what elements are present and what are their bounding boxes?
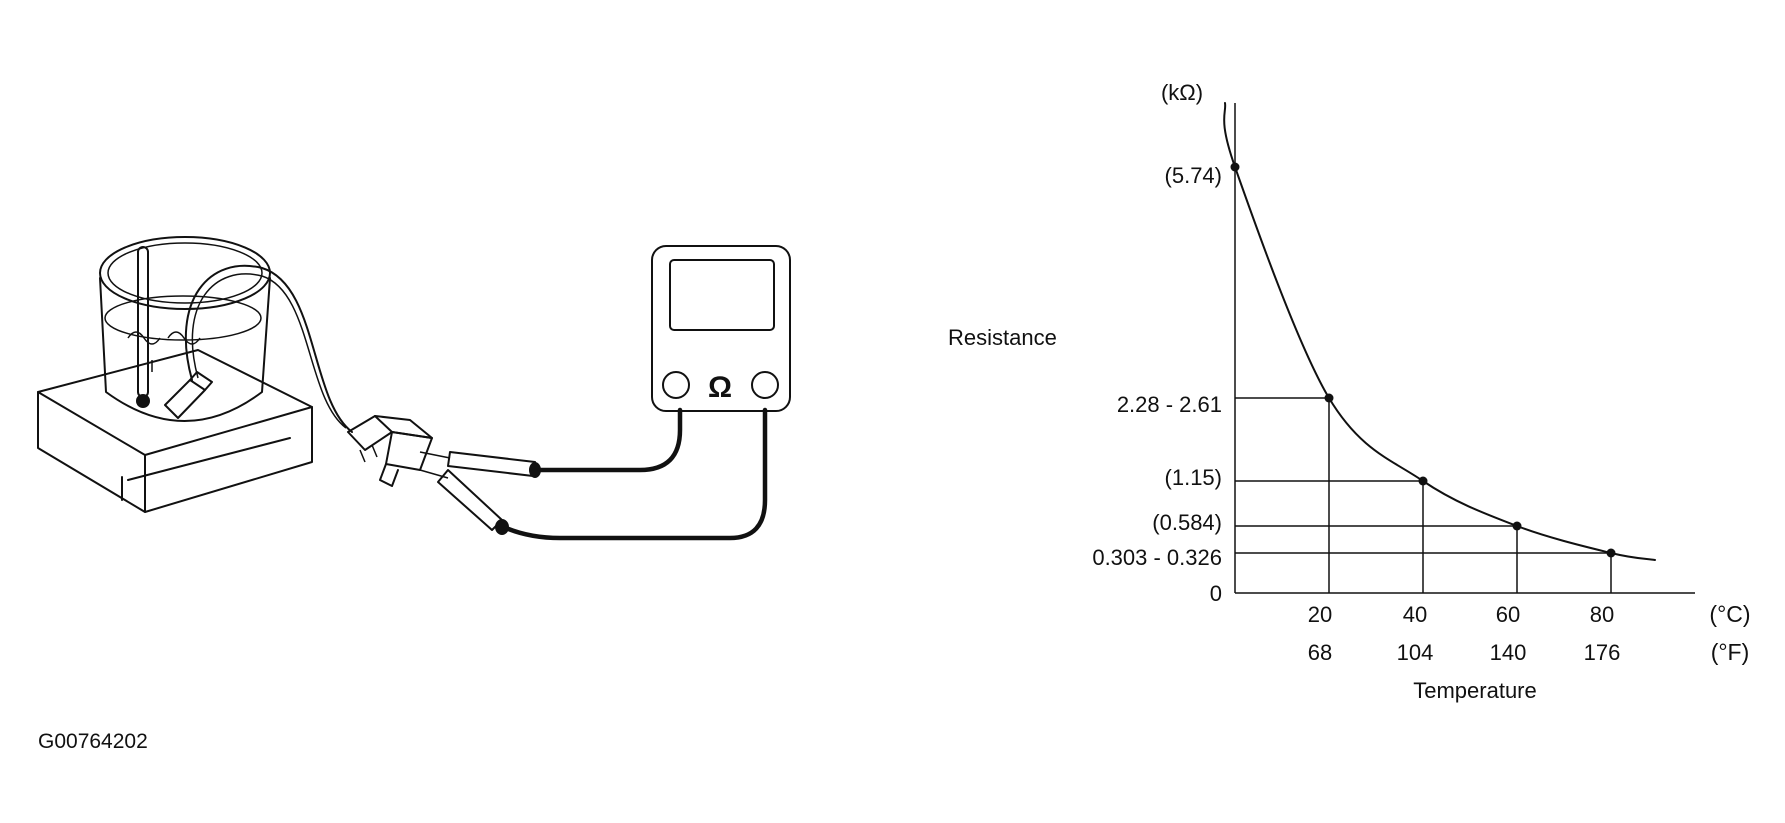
x-tick-label-f: 104	[1397, 640, 1434, 665]
x-tick-label-c: 20	[1308, 602, 1332, 627]
test-setup-illustration: Ω	[37, 236, 791, 541]
data-point	[1324, 393, 1334, 403]
data-point	[1512, 521, 1522, 531]
y-axis-title: Resistance	[948, 325, 1057, 350]
x-tick-label-c: 40	[1403, 602, 1427, 627]
x-tick-label-f: 140	[1490, 640, 1527, 665]
resistance-temperature-chart: (5.74) 2.28 - 2.61 (1.15) (0.584) 0.303 …	[948, 80, 1751, 703]
y-tick-label: 0.303 - 0.326	[1092, 545, 1222, 570]
reference-lines	[1235, 397, 1612, 593]
temperature-sensor	[164, 371, 213, 419]
y-unit-label: (kΩ)	[1161, 80, 1203, 105]
data-points	[1230, 162, 1616, 558]
y-tick-label: 2.28 - 2.61	[1117, 392, 1222, 417]
x-unit-fahrenheit: (°F)	[1711, 639, 1750, 665]
x-axis-title: Temperature	[1413, 678, 1537, 703]
beaker	[99, 236, 271, 422]
y-tick-label: (5.74)	[1165, 163, 1222, 188]
data-point	[1230, 162, 1240, 172]
y-origin-label: 0	[1210, 581, 1222, 606]
y-tick-label: (1.15)	[1165, 465, 1222, 490]
meter-lead-upper	[537, 407, 683, 473]
figure-id: G00764202	[38, 730, 148, 753]
ohmmeter: Ω	[651, 245, 791, 412]
meter-lead-lower	[503, 407, 768, 541]
thermometer	[136, 246, 150, 408]
test-probe-lower	[419, 469, 509, 535]
x-tick-label-c: 60	[1496, 602, 1520, 627]
sensor-lead	[184, 264, 353, 433]
x-tick-label-f: 68	[1308, 640, 1332, 665]
x-unit-celsius: (°C)	[1709, 601, 1750, 627]
sensor-connector	[347, 415, 433, 487]
heater-plate	[37, 349, 313, 513]
test-probe-upper	[419, 451, 541, 478]
sensor-lead-inner	[191, 273, 347, 429]
data-point	[1418, 476, 1428, 486]
data-point	[1606, 548, 1616, 558]
x-tick-label-f: 176	[1584, 640, 1621, 665]
resistance-curve	[1223, 102, 1656, 561]
x-tick-label-c: 80	[1590, 602, 1614, 627]
ohm-symbol: Ω	[708, 371, 732, 404]
y-tick-label: (0.584)	[1152, 510, 1222, 535]
